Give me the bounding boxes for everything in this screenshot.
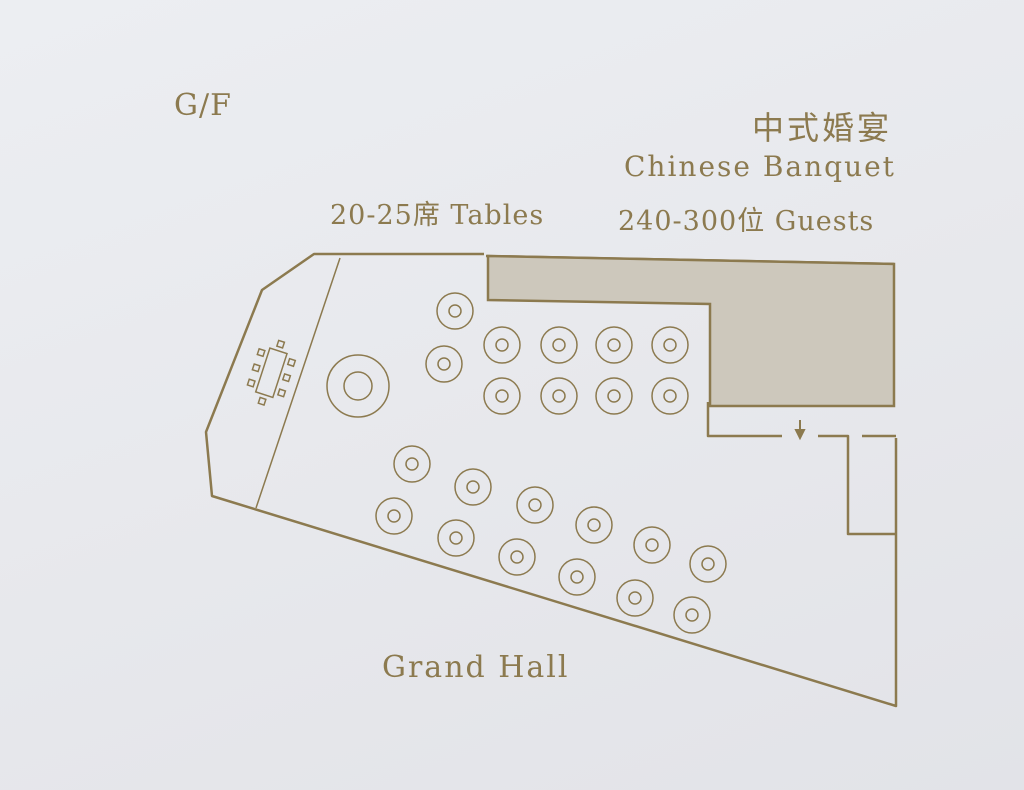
banquet-table [393,445,431,483]
banquet-table [516,486,554,524]
banquet-table [595,377,633,415]
banquet-table [425,345,463,383]
banquet-table [689,545,727,583]
banquet-table [595,326,633,364]
corridor-wall-right [818,434,896,536]
entrance-arrow-icon [794,420,806,441]
banquet-table [436,292,474,330]
guest-capacity: 240-300位 Guests [618,206,875,237]
banquet-table [616,579,654,617]
hall-name: Grand Hall [382,650,570,685]
banquet-table [483,377,521,415]
banquet-table [540,326,578,364]
banquet-table [633,526,671,564]
banquet-title-english: Chinese Banquet [624,150,896,183]
service-area [486,254,896,408]
banquet-table [483,326,521,364]
corridor-wall [706,402,782,438]
banquet-tables [375,292,727,634]
banquet-table [575,506,613,544]
banquet-table [375,497,413,535]
table-capacity: 20-25席 Tables [330,200,545,231]
banquet-table [498,538,536,576]
floor-label: G/F [174,88,232,123]
stage-divider [255,257,341,509]
banquet-table [651,326,689,364]
hall-outline [204,252,898,708]
banquet-table [558,558,596,596]
main-table [326,354,390,418]
banquet-table [673,596,711,634]
banquet-table [454,468,492,506]
head-table-icon [246,339,297,406]
banquet-table [651,377,689,415]
banquet-table [437,519,475,557]
banquet-title-chinese: 中式婚宴 [752,109,893,147]
banquet-table [540,377,578,415]
